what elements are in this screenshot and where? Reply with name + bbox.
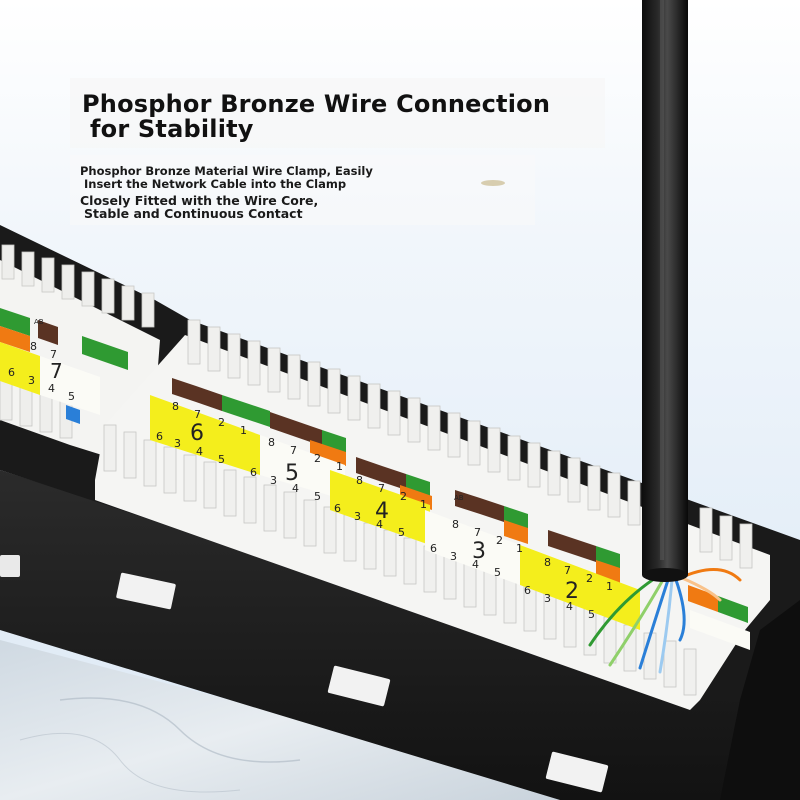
pin-label: 7	[378, 482, 385, 495]
pin-label: 1	[516, 542, 523, 555]
headline-line-2: for Stability	[90, 115, 254, 143]
pin-label: 6	[8, 366, 15, 379]
idc-teeth-top-main	[187, 319, 753, 569]
pin-label: 7	[50, 348, 57, 361]
pin-label: 3	[28, 374, 35, 387]
pin-label: 4	[196, 445, 203, 458]
pin-label: 3	[450, 550, 457, 563]
cable-end	[642, 568, 688, 582]
small-wire-clip	[481, 180, 505, 186]
subtext-contact-line-2: Stable and Continuous Contact	[84, 206, 303, 221]
panel-right-bracket	[720, 600, 800, 800]
ab-tag: AB	[34, 318, 44, 326]
headline-line-1: Phosphor Bronze Wire Connection	[82, 90, 551, 118]
idc-teeth-top-left	[1, 244, 155, 328]
label-numbers: 7 6 5 4 3 2 8 7 6 3 4 5 8 7 2 1 6 3 4 5 …	[8, 318, 613, 621]
panel-front-face	[0, 470, 800, 800]
pin-label: 3	[544, 592, 551, 605]
block-number-3: 3	[472, 539, 486, 564]
pin-label: 5	[398, 526, 405, 539]
pin-label: 4	[292, 482, 299, 495]
pin-label: 4	[472, 558, 479, 571]
mounting-slot	[116, 572, 176, 610]
color-code-strip-left	[0, 308, 128, 424]
pin-label: 8	[30, 340, 37, 353]
pin-label: 8	[268, 436, 275, 449]
pin-label: 5	[314, 490, 321, 503]
subtext-contact: Closely Fitted with the Wire Core, Stabl…	[80, 194, 318, 220]
mounting-slot	[545, 751, 609, 793]
pin-label: 2	[586, 572, 593, 585]
subtext-contact-line-1: Closely Fitted with the Wire Core,	[80, 193, 319, 208]
marble-vein	[19, 732, 241, 793]
network-cable	[642, 0, 688, 575]
pin-label: 1	[420, 498, 427, 511]
pin-label: 5	[588, 608, 595, 621]
pin-label: 7	[564, 564, 571, 577]
ab-tag: AB	[454, 494, 464, 502]
pin-label: 5	[494, 566, 501, 579]
pin-label: 7	[290, 444, 297, 457]
subtext-clamp-line-1: Phosphor Bronze Material Wire Clamp, Eas…	[80, 164, 373, 178]
pin-label: 7	[474, 526, 481, 539]
pin-label: 7	[194, 408, 201, 421]
pin-label: 8	[356, 474, 363, 487]
sub-text-backdrop	[70, 155, 535, 225]
pin-label: 8	[172, 400, 179, 413]
marble-vein	[59, 697, 301, 763]
subtext-clamp-line-2: Insert the Network Cable into the Clamp	[84, 177, 347, 191]
block-number-6: 6	[190, 421, 204, 446]
pin-label: 4	[48, 382, 55, 395]
subtext-clamp: Phosphor Bronze Material Wire Clamp, Eas…	[80, 165, 373, 191]
pin-label: 2	[218, 416, 225, 429]
pin-label: 3	[174, 437, 181, 450]
mounting-slot	[0, 555, 20, 577]
pin-label: 8	[544, 556, 551, 569]
pin-label: 2	[400, 490, 407, 503]
block-number-7: 7	[50, 359, 63, 383]
pin-label: 2	[496, 534, 503, 547]
pin-label: 6	[156, 430, 163, 443]
pin-label: 6	[334, 502, 341, 515]
pin-label: 6	[524, 584, 531, 597]
pin-label: 1	[606, 580, 613, 593]
idc-teeth-bottom-main	[103, 424, 697, 696]
headline: Phosphor Bronze Wire Connection for Stab…	[82, 92, 550, 142]
pin-label: 4	[566, 600, 573, 613]
pin-label: 2	[314, 452, 321, 465]
pin-label: 6	[430, 542, 437, 555]
block-number-2: 2	[565, 579, 579, 604]
pin-label: 5	[68, 390, 75, 403]
text-backdrop	[70, 78, 605, 148]
pin-label: 1	[336, 460, 343, 473]
pin-label: 4	[376, 518, 383, 531]
cable-highlight	[660, 0, 664, 560]
pin-label: 1	[240, 424, 247, 437]
marble-surface	[0, 640, 560, 800]
idc-teeth-bottom-left	[0, 379, 73, 439]
pin-label: 3	[354, 510, 361, 523]
block-number-4: 4	[375, 499, 389, 524]
pin-label: 6	[250, 466, 257, 479]
pin-label: 5	[218, 453, 225, 466]
pin-label: 8	[452, 518, 459, 531]
color-code-strip-main	[150, 378, 750, 650]
block-number-5: 5	[285, 461, 299, 486]
pin-label: 3	[270, 474, 277, 487]
mounting-slot	[327, 665, 391, 707]
